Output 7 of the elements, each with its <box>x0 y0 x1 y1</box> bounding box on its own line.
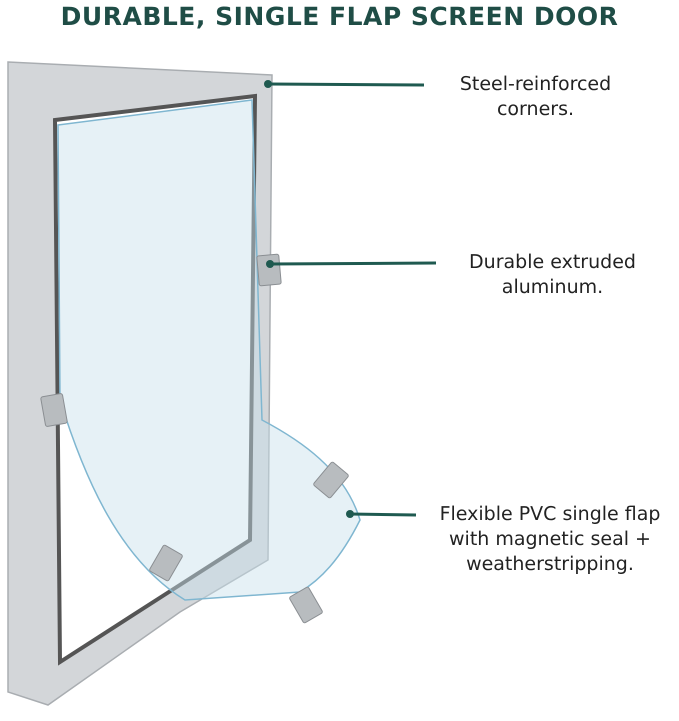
callout-text: Steel-reinforced corners. <box>428 72 643 122</box>
leader-line <box>266 260 436 268</box>
leader-line <box>346 510 416 518</box>
leader-line <box>264 80 424 88</box>
title: DURABLE, SINGLE FLAP SCREEN DOOR <box>60 2 620 31</box>
callout-text: Durable extruded aluminum. <box>440 250 665 300</box>
callout-text: Flexible PVC single flap with magnetic seal + weatherstripping. <box>420 502 679 577</box>
